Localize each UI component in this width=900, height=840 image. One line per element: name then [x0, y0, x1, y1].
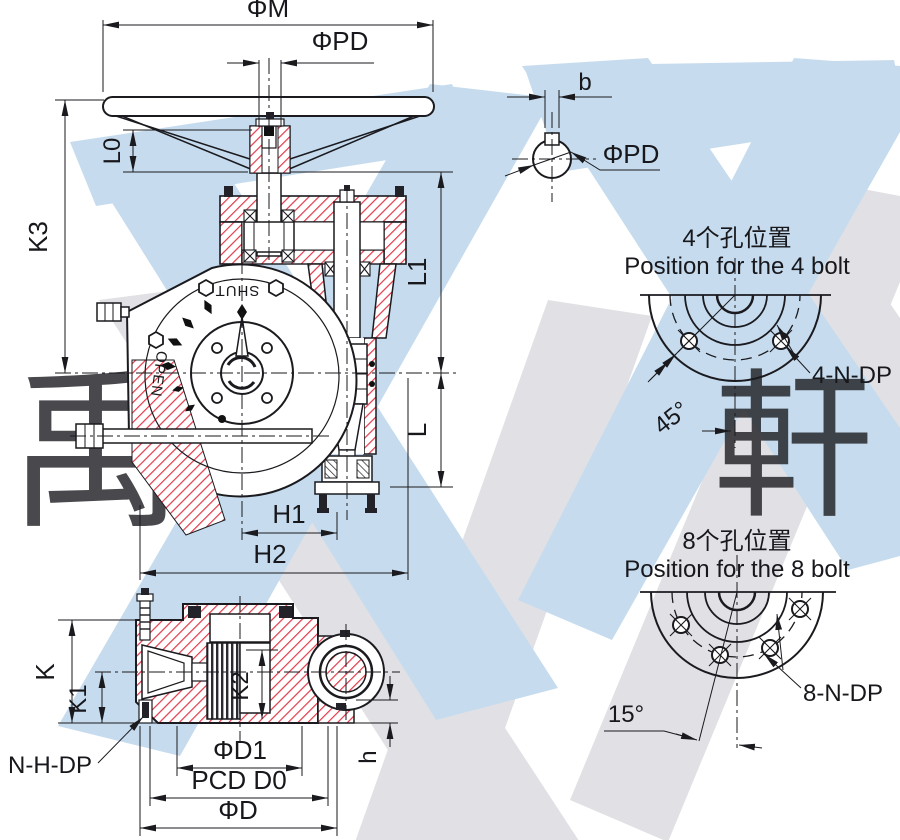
bolt8-title-cn: 8个孔位置	[682, 528, 791, 555]
dim-h: h	[355, 750, 382, 763]
bottom-section-view	[95, 588, 400, 742]
bolt4-title-en: Position for the 4 bolt	[624, 253, 850, 280]
dim-b: b	[578, 69, 591, 96]
bolt-pattern-8: 8个孔位置 Position for the 8 bolt 15° 8-N-DP	[604, 528, 883, 751]
dim-l0: L0	[99, 138, 126, 165]
handwheel-assembly	[55, 58, 458, 540]
dimensions	[55, 20, 612, 836]
dim-k3: K3	[23, 221, 53, 253]
flange-hex-bolts	[148, 278, 284, 350]
bolt8-hole-label: 8-N-DP	[803, 680, 883, 707]
stop-screw	[70, 423, 330, 449]
bolt8-title-en: Position for the 8 bolt	[624, 556, 850, 583]
dim-k: K	[30, 663, 60, 681]
bolt4-title-cn: 4个孔位置	[682, 225, 791, 252]
side-bolt	[96, 302, 130, 322]
dial-label-shut: SHUT	[215, 282, 260, 299]
shaft-end-view	[504, 112, 660, 202]
handwheel-hub	[249, 112, 291, 174]
dial-label-open: OPEN	[147, 350, 170, 398]
dim-k2: K2	[227, 671, 254, 700]
dim-l: L	[402, 423, 432, 437]
bolt-hole	[669, 597, 812, 667]
dim-pcd-d0: PCD D0	[191, 765, 286, 795]
pointer-needle	[235, 316, 249, 357]
dim-h2: H2	[253, 539, 286, 569]
dimension-labels: ΦM ΦPD b ΦPD L0 K3 L1 L H1 H2 K K1 K2 h …	[8, 0, 659, 825]
bolt4-hole-label: 4-N-DP	[812, 362, 892, 389]
dim-phi-pd-shaft: ΦPD	[603, 139, 660, 169]
dim-phi-pd-top: ΦPD	[312, 26, 369, 56]
dim-phi-m: ΦM	[247, 0, 289, 23]
dim-phi-d: ΦD	[218, 795, 258, 825]
dim-k1: K1	[65, 684, 92, 713]
dim-phi-d1: ΦD1	[213, 735, 267, 765]
dim-n-h-dp: N-H-DP	[8, 752, 92, 779]
bolt8-angle-label: 15°	[608, 701, 644, 728]
bearing-boxes	[243, 209, 371, 277]
dim-l1: L1	[402, 258, 432, 287]
handwheel-spokes	[115, 115, 421, 171]
worm-wheel-teeth	[206, 642, 241, 720]
watermark-char-right: 軒	[713, 360, 873, 538]
dim-h1: H1	[272, 499, 305, 529]
